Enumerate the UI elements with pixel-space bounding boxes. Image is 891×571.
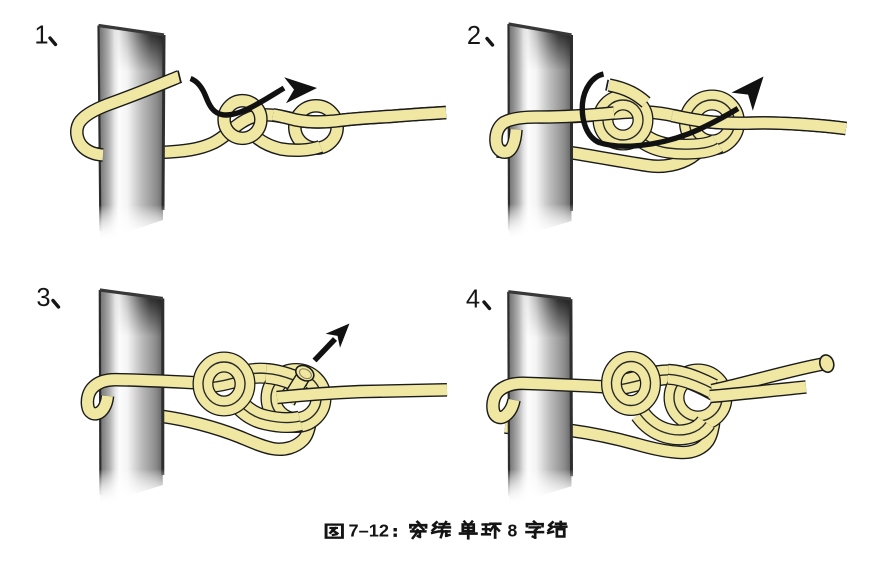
- svg-text:8: 8: [508, 521, 518, 541]
- svg-text:7–12: 7–12: [349, 521, 390, 541]
- svg-text:4: 4: [466, 286, 480, 314]
- svg-text:1: 1: [34, 21, 48, 49]
- svg-text:3: 3: [36, 284, 50, 312]
- svg-text:2: 2: [467, 22, 481, 50]
